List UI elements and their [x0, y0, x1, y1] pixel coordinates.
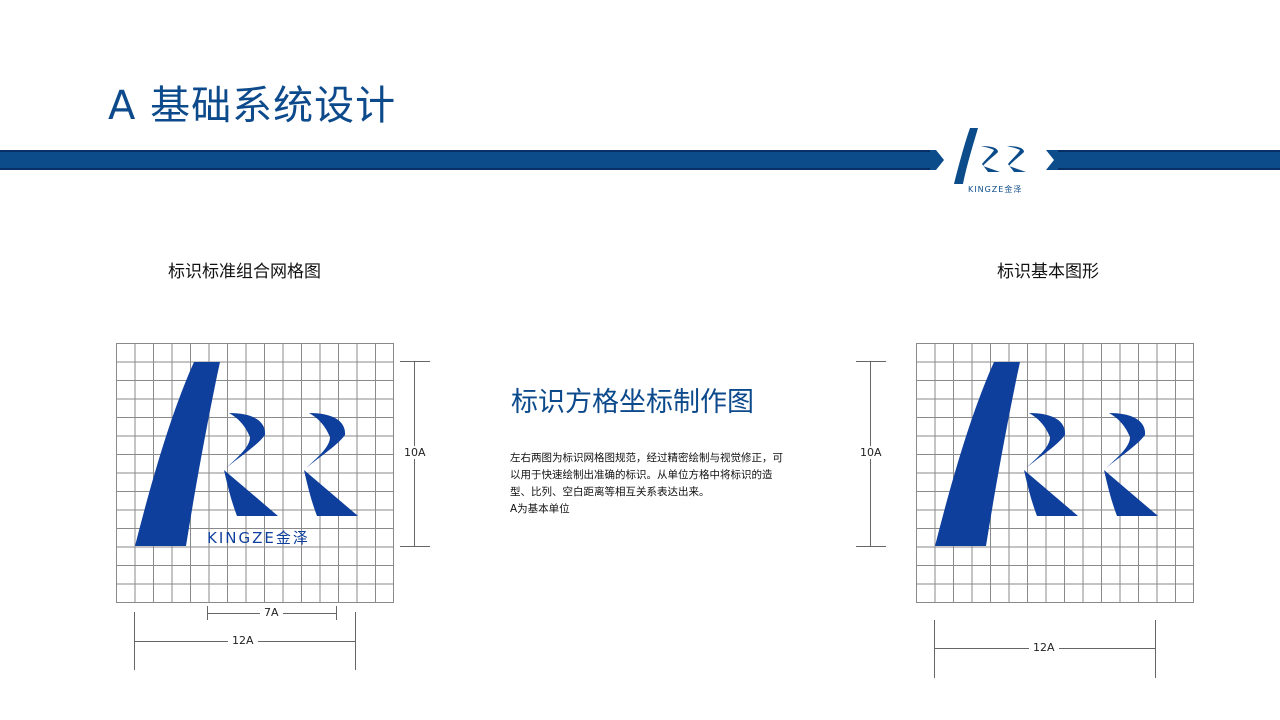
kingze-logo-icon — [954, 128, 1026, 184]
center-title: 标识方格坐标制作图 — [511, 387, 754, 418]
left-panel-heading: 标识标准组合网格图 — [168, 262, 321, 282]
kingze-logo-icon — [935, 362, 1158, 546]
right-dim-width-label: 12A — [1029, 641, 1059, 654]
left-dim-inner-width-label: 7A — [260, 606, 283, 619]
dim-tick-top — [400, 361, 430, 362]
right-panel-heading: 标识基本图形 — [997, 262, 1099, 282]
left-dim-width-label: 12A — [228, 634, 258, 647]
left-logo-cn: 金泽 — [275, 529, 310, 547]
brand-logo-latin: KINGZE — [968, 185, 1005, 194]
description-line: 左右两图为标识网格图规范，经过精密绘制与视觉修正，可 — [510, 452, 783, 464]
brand-logo-cn: 金泽 — [1004, 185, 1023, 194]
header-band-left — [0, 150, 936, 170]
brand-logo: KINGZE金泽 — [948, 128, 1040, 198]
description-line: 型、比列、空白距离等相互关系表达出来。 — [510, 486, 710, 498]
dim-tick — [1155, 620, 1156, 678]
left-logo-grid: KINGZE金泽 — [116, 343, 394, 603]
dim-tick — [934, 620, 935, 678]
right-logo-grid — [916, 343, 1194, 603]
dim-tick-bottom — [400, 546, 430, 547]
center-description: 左右两图为标识网格图规范，经过精密绘制与视觉修正，可 以用于快速绘制出准确的标识… — [510, 450, 800, 518]
left-dim-height-label: 10A — [400, 446, 430, 459]
description-line: A为基本单位 — [510, 503, 570, 515]
right-dim-height-label: 10A — [856, 446, 886, 459]
kingze-logo-icon — [135, 362, 358, 546]
page-title: A 基础系统设计 — [108, 83, 397, 129]
left-logo-latin: KINGZE — [207, 529, 276, 547]
header-band-right — [1058, 150, 1280, 170]
dim-tick-bottom — [856, 546, 886, 547]
description-line: 以用于快速绘制出准确的标识。从单位方格中将标识的造 — [510, 469, 773, 481]
band-arrow-right — [1046, 150, 1060, 170]
dim-tick-top — [856, 361, 886, 362]
band-arrow-left — [930, 150, 944, 170]
